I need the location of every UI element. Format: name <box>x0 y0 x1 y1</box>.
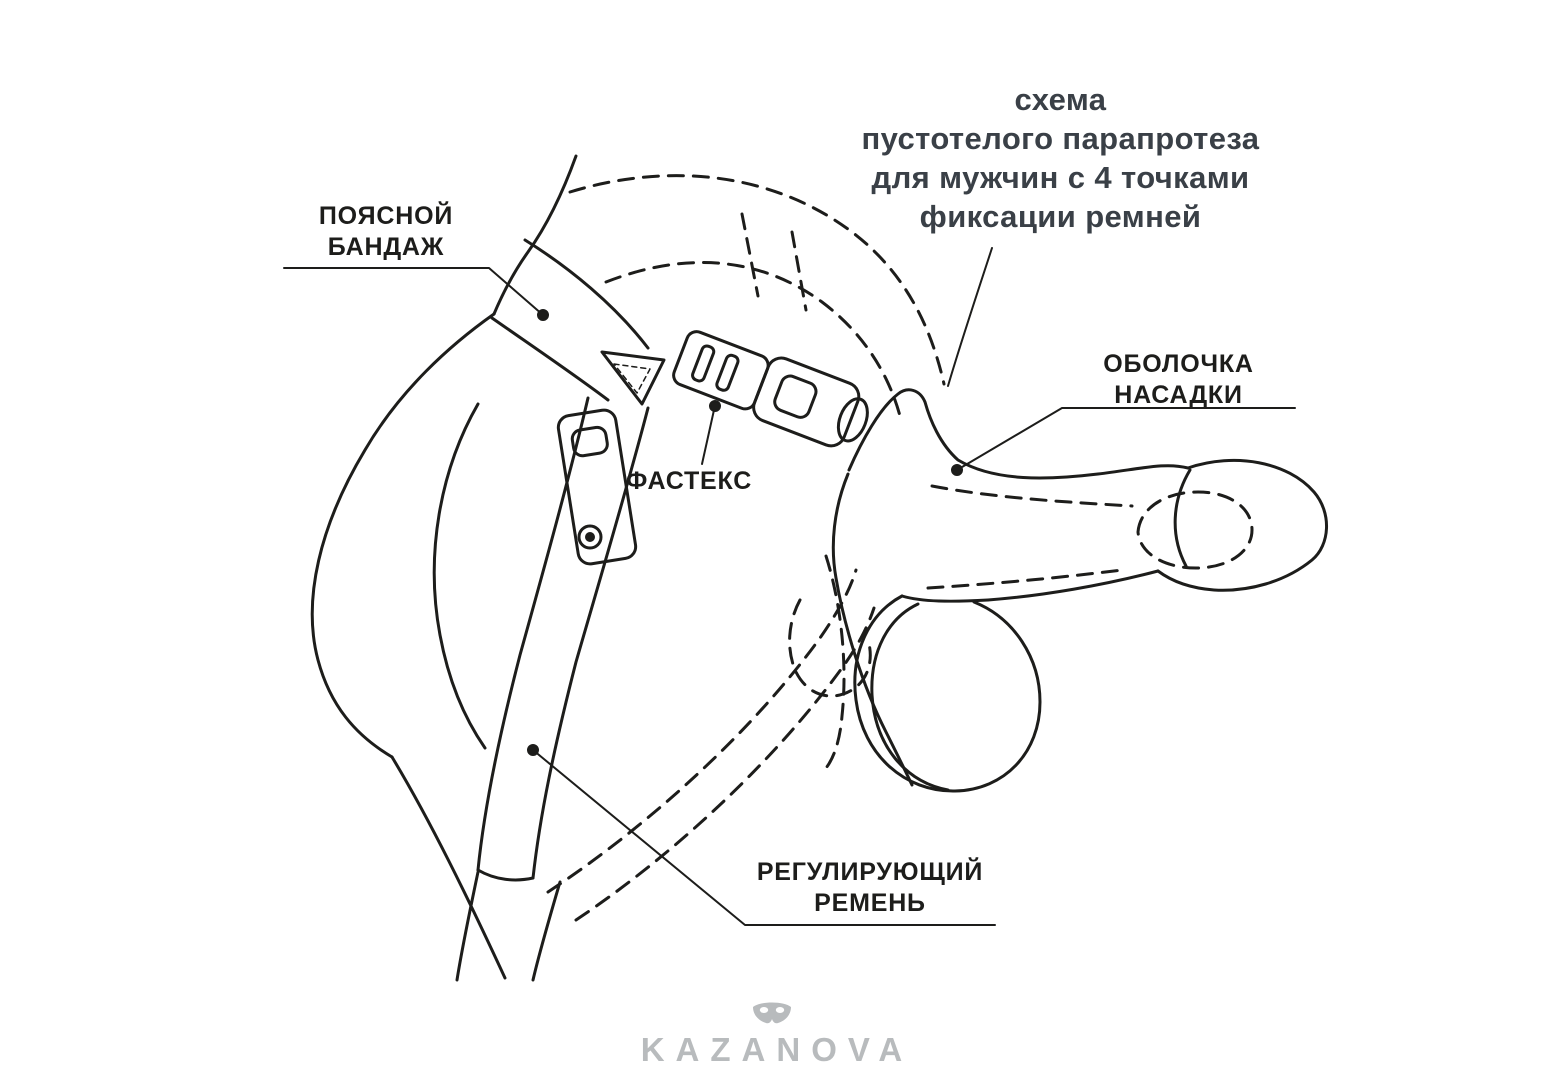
leader-strap <box>532 749 996 926</box>
label-sheath: ОБОЛОЧКА НАСАДКИ <box>1062 349 1295 411</box>
leader-fastex <box>701 409 715 465</box>
label-sheath-line-2: НАСАДКИ <box>1114 381 1243 409</box>
figure-hidden-dashed-lines <box>546 174 1254 922</box>
label-waistband-line-2: БАНДАЖ <box>327 233 445 261</box>
figure-adjusting-strap <box>476 396 650 882</box>
figure-sheath-outline <box>847 388 1328 793</box>
diagram-title: схема пустотелого парапротеза для мужчин… <box>793 80 1328 236</box>
diagram-title-line-1: схема <box>1014 82 1107 117</box>
diagram-title-line-3: для мужчин с 4 точками <box>871 160 1250 195</box>
label-waistband-line-1: ПОЯСНОЙ <box>318 202 454 230</box>
callout-dot-waistband <box>537 309 549 321</box>
brand-footer: KAZANOVA <box>0 1000 1543 1069</box>
callout-dot-sheath <box>951 464 963 476</box>
label-sheath-line-1: ОБОЛОЧКА <box>1103 350 1254 378</box>
leader-title <box>947 247 993 387</box>
label-strap: РЕГУЛИРУЮЩИЙ РЕМЕНЬ <box>745 857 995 919</box>
callout-dot-strap <box>527 744 539 756</box>
brand-logo-text: KAZANOVA <box>640 1031 914 1068</box>
leader-sheath <box>956 407 1296 471</box>
label-fastex-text: ФАСТЕКС <box>626 467 753 495</box>
label-strap-line-2: РЕМЕНЬ <box>814 889 926 917</box>
label-waistband: ПОЯСНОЙ БАНДАЖ <box>283 201 489 263</box>
callout-dot-fastex <box>709 400 721 412</box>
figure-body-outline <box>310 154 914 982</box>
figure-waistband <box>490 238 650 402</box>
figure-fastex-buckle <box>600 330 869 448</box>
label-fastex: ФАСТЕКС <box>626 466 753 497</box>
leader-waistband <box>283 267 544 316</box>
diagram-title-line-2: пустотелого парапротеза <box>861 121 1260 156</box>
diagram-title-line-4: фиксации ремней <box>919 199 1202 234</box>
mask-icon <box>752 1002 791 1024</box>
label-strap-line-1: РЕГУЛИРУЮЩИЙ <box>756 858 984 886</box>
callout-leader-lines <box>283 247 1296 926</box>
